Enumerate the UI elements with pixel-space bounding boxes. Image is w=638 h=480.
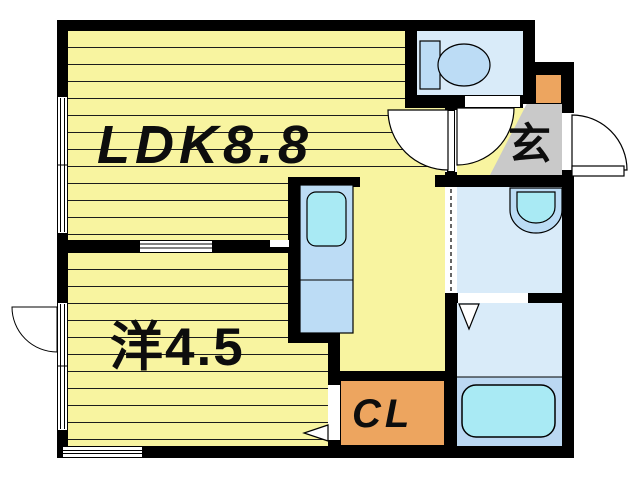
wall: [340, 371, 445, 380]
wall: [445, 293, 457, 446]
kitchen-sink-icon: [306, 191, 347, 247]
toilet-tank-icon: [419, 40, 441, 90]
closet-label: CL: [352, 392, 414, 436]
wall: [57, 20, 68, 458]
sliding-door-notch: [270, 240, 289, 247]
bath-door-opening: [458, 293, 528, 303]
wall: [328, 440, 340, 446]
window-glazing-lines: [58, 98, 212, 454]
genkan-label: 玄: [508, 121, 551, 169]
western-room-label: 洋4.5: [110, 318, 245, 377]
sliding-door-opening: [140, 241, 212, 252]
front-door-opening: [562, 113, 574, 170]
wall: [57, 20, 535, 31]
kitchen-floor: [340, 183, 445, 371]
bathtub-icon: [461, 384, 556, 438]
wall: [288, 333, 340, 343]
room-ldk: [68, 31, 445, 240]
shoe-cabinet: [535, 74, 562, 104]
room-closet: [340, 380, 445, 446]
toilet-door-swing: [456, 107, 515, 166]
front-door-leaf: [571, 165, 625, 177]
window-bottom: [63, 447, 142, 457]
toilet-bowl-icon: [437, 43, 491, 87]
closet-door-opening: [328, 385, 340, 440]
wall: [288, 177, 360, 187]
wall: [57, 446, 574, 458]
ldk-label: LDK8.8: [97, 115, 314, 175]
wall: [435, 175, 574, 187]
wall: [328, 343, 340, 385]
wall: [405, 20, 417, 108]
washbasin-bowl-icon: [516, 191, 556, 224]
closet-folding-door-mark: [302, 424, 329, 442]
ldk-door-swing: [387, 109, 449, 171]
room-western: [68, 253, 328, 446]
wall: [288, 187, 300, 343]
bath-folding-door-mark: [458, 303, 480, 331]
front-door-swing: [571, 114, 628, 171]
toilet-door-opening: [465, 96, 520, 107]
window-swing-left: [11, 306, 58, 353]
wall: [523, 62, 574, 74]
